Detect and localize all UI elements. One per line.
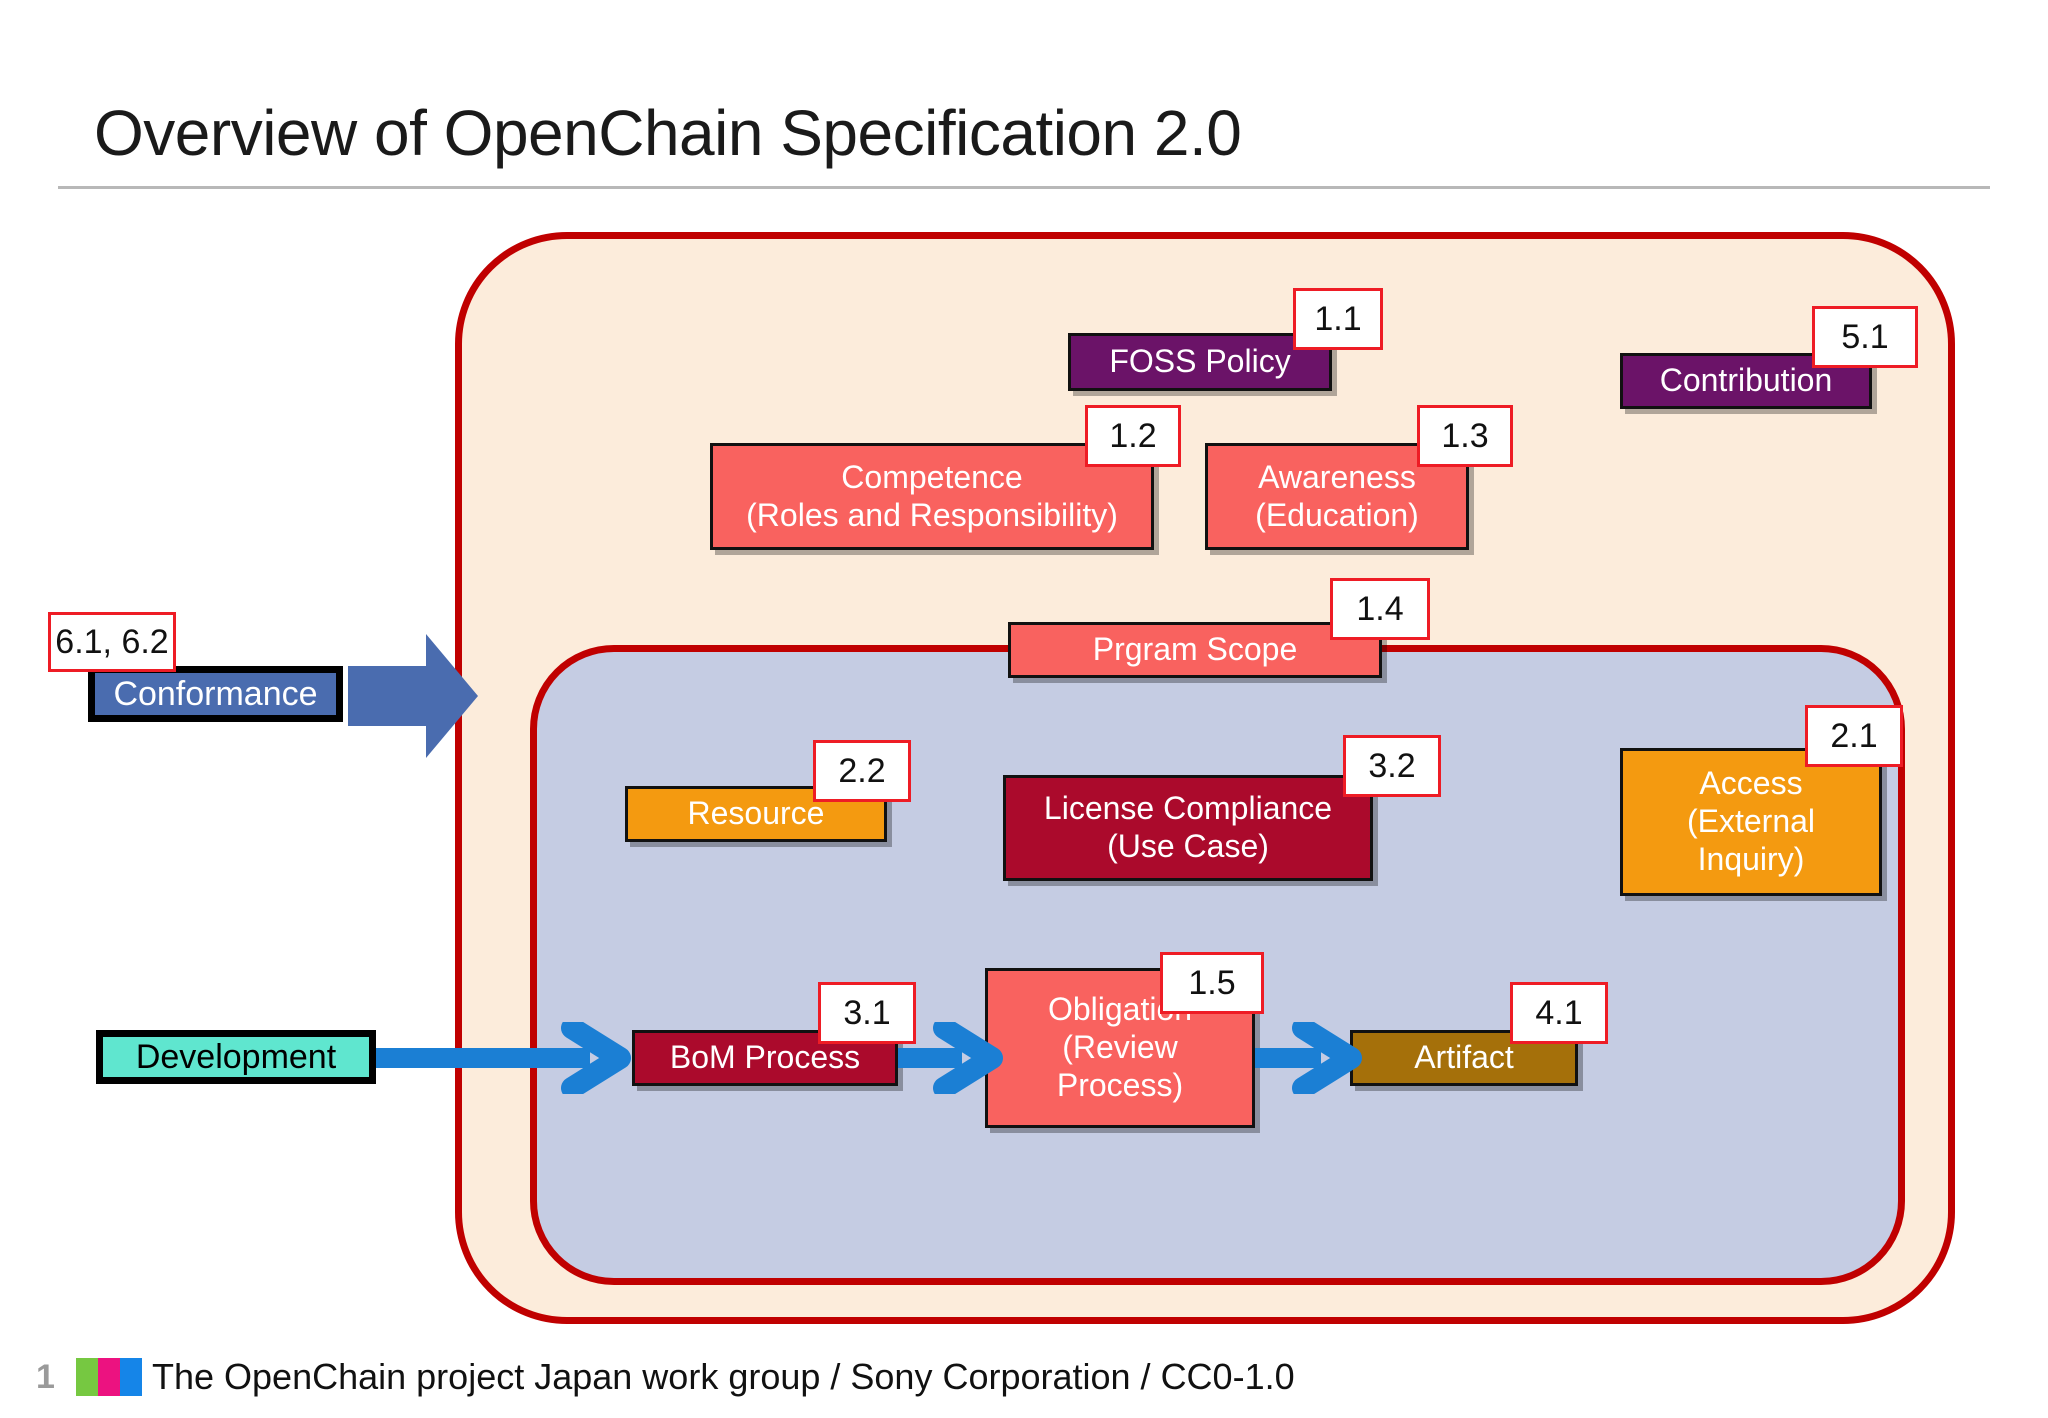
node-foss-policy-label: FOSS Policy: [1109, 343, 1291, 380]
node-resource-label: Resource: [687, 795, 825, 832]
node-artifact-label: Artifact: [1414, 1039, 1514, 1076]
logo-bar-magenta: [98, 1358, 120, 1396]
slide-footer: 1 The OpenChain project Japan work group…: [0, 1352, 2048, 1418]
node-access-label: Access (External Inquiry): [1686, 765, 1816, 877]
node-bom-process-label: BoM Process: [669, 1039, 861, 1076]
tag-program-scope: 1.4: [1330, 578, 1430, 640]
tag-contribution: 5.1: [1812, 306, 1918, 368]
node-contribution-label: Contribution: [1659, 362, 1833, 399]
node-development-label: Development: [135, 1037, 337, 1076]
tag-foss-policy: 1.1: [1293, 288, 1383, 350]
node-program-scope-label: Prgram Scope: [1092, 631, 1298, 668]
footer-credit-text: The OpenChain project Japan work group /…: [152, 1356, 1295, 1397]
tag-artifact: 4.1: [1510, 982, 1608, 1044]
node-access[interactable]: Access (External Inquiry): [1620, 748, 1882, 896]
obligation-to-artifact-arrow: [1255, 1022, 1362, 1094]
logo-bar-green: [76, 1358, 98, 1396]
tag-resource: 2.2: [813, 740, 911, 802]
development-to-bom-arrow: [376, 1022, 631, 1094]
tag-bom-process: 3.1: [818, 982, 916, 1044]
node-obligation[interactable]: Obligation (Review Process): [985, 968, 1255, 1128]
header-divider: [58, 186, 1990, 189]
node-competence[interactable]: Competence (Roles and Responsibility): [710, 443, 1154, 550]
page-title: Overview of OpenChain Specification 2.0: [94, 97, 1242, 169]
tag-conformance: 6.1, 6.2: [48, 612, 176, 672]
tag-competence: 1.2: [1085, 405, 1181, 467]
node-foss-policy[interactable]: FOSS Policy: [1068, 333, 1332, 391]
bom-to-obligation-arrow: [898, 1022, 1003, 1094]
node-program-scope[interactable]: Prgram Scope: [1008, 622, 1382, 678]
openchain-logo-bars: [76, 1358, 142, 1396]
node-conformance[interactable]: Conformance: [88, 666, 343, 722]
tag-obligation: 1.5: [1160, 952, 1264, 1014]
node-awareness-label: Awareness (Education): [1255, 458, 1419, 533]
tag-awareness: 1.3: [1417, 405, 1513, 467]
slide-page-number: 1: [36, 1358, 55, 1396]
conformance-block-arrow: [348, 634, 478, 758]
node-bom-process[interactable]: BoM Process: [632, 1030, 898, 1086]
node-resource[interactable]: Resource: [625, 786, 887, 842]
node-license-compliance[interactable]: License Compliance (Use Case): [1003, 775, 1373, 881]
tag-license-compliance: 3.2: [1343, 735, 1441, 797]
tag-access: 2.1: [1805, 705, 1903, 767]
logo-bar-blue: [120, 1358, 142, 1396]
node-license-compliance-label: License Compliance (Use Case): [1043, 790, 1333, 864]
node-conformance-label: Conformance: [113, 674, 318, 713]
node-competence-label: Competence (Roles and Responsibility): [746, 458, 1118, 533]
node-development[interactable]: Development: [96, 1030, 376, 1084]
